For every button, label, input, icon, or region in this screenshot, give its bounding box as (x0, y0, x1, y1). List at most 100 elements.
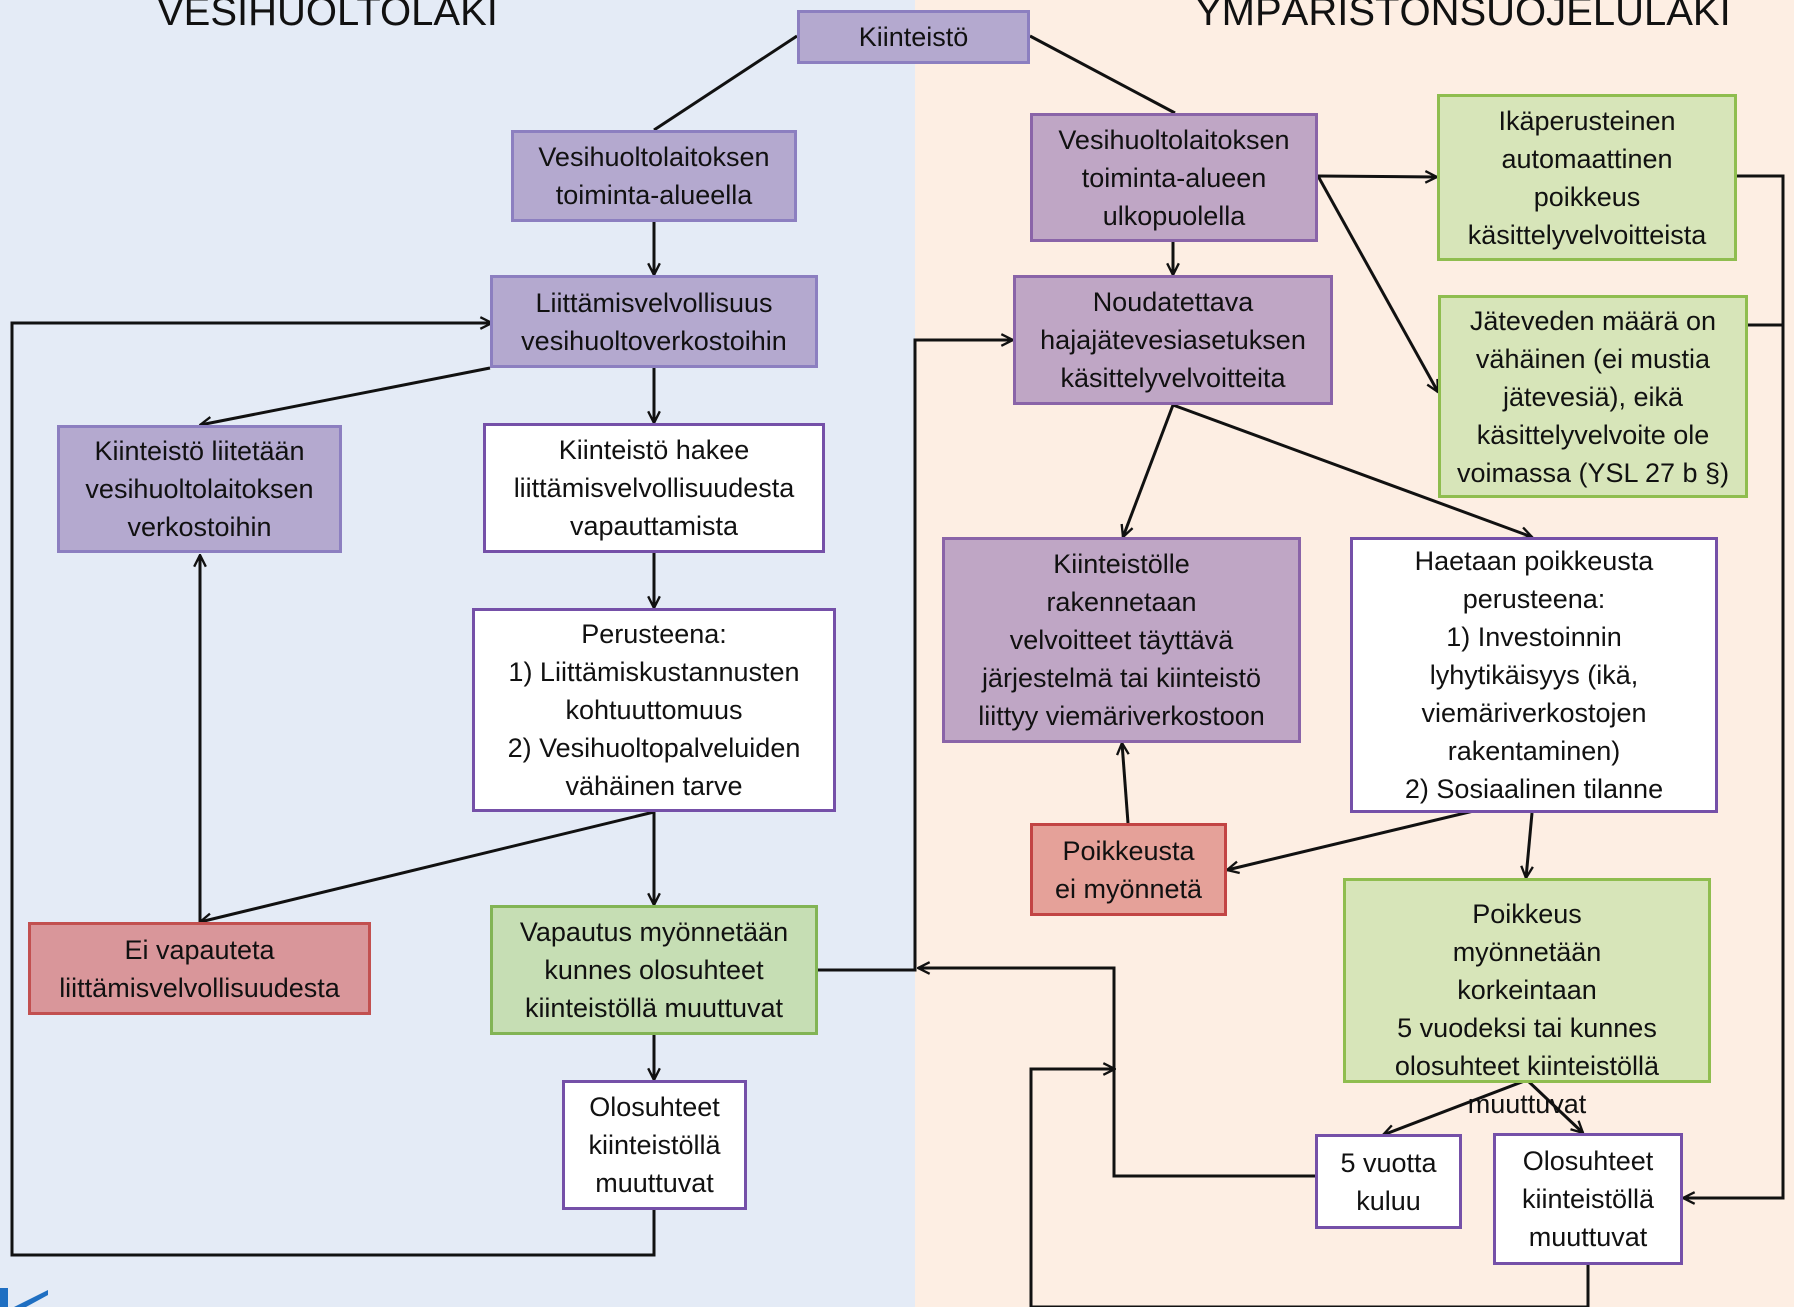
connector-viisi-vuotta-to-return (918, 968, 1315, 1178)
node-text-line: olosuhteet kiinteistöllä (1394, 1051, 1660, 1081)
node-text-line: kuluu (1356, 1185, 1421, 1216)
connector-olosuhteet-loop (1029, 1069, 1590, 1307)
node-text-line: ulkopuolella (1102, 200, 1246, 231)
node-text-line: liittyy viemäriverkostoon (978, 701, 1265, 731)
node-text-line: vapauttamista (569, 511, 739, 541)
vh-alueella-box: Vesihuoltolaitoksen toiminta-alueella (511, 130, 797, 222)
connector-poikkeus-to-viisi-vuotta (1383, 1078, 1528, 1135)
connector-ulkopuolella-to-jatevesi (1316, 175, 1440, 392)
connector-kiinteisto-to-ulkopuolella (1029, 34, 1176, 115)
node-text-line: Kiinteistö (858, 22, 969, 52)
node-text-line: myönnetään (1452, 937, 1602, 967)
node-text-line: järjestelmä tai kiinteistö (981, 663, 1262, 693)
node-text-line: toiminta-alueen (1081, 162, 1267, 193)
connector-ulkopuolella-to-ikaperusteinen (1317, 176, 1437, 177)
node-text-line: Ikäperusteinen (1498, 105, 1676, 136)
connector-liittamisvelvollisuus-to-liitetaan (200, 366, 491, 425)
hakee-box: Kiinteistö hakee liittämisvelvollisuudest… (483, 423, 825, 553)
ei-vapauteta-box: Ei vapauteta liittämisvelvollisuudesta (28, 922, 371, 1015)
node-text-line: vesihuoltolaitoksen (85, 474, 314, 504)
node-text-line: hajajätevesiasetuksen (1040, 325, 1306, 355)
node-text-line: Jäteveden määrä on (1469, 305, 1717, 336)
logo-icon (0, 1288, 48, 1307)
node-text-line: Kiinteistölle (1053, 549, 1190, 579)
node-text-line: käsittelyvelvoite ole (1476, 419, 1710, 450)
liitetaan-box: Kiinteistö liitetään vesihuoltolaitoksen v… (57, 425, 342, 553)
vesihuoltolaki-title: VESIHUOLTOLAKI (157, 0, 498, 34)
ymparistonsuojelulaki-title: YMPÄRISTÖNSUOJELULAKI (1195, 0, 1731, 34)
node-text-line: vähäinen (ei mustia (1475, 343, 1711, 374)
poikkeus-myonnetaan-box: Poikkeus myönnetään korkeintaan 5 vuodeksi … (1343, 878, 1711, 1119)
connector-haetaan-to-poikkeus (1526, 812, 1532, 878)
node-text-line: voimassa (YSL 27 b §) (1456, 457, 1730, 488)
connector-ei-myonneta-to-rakennetaan (1122, 743, 1128, 824)
connector-noudatettava-to-rakennetaan (1123, 404, 1175, 537)
liittamisvelvollisuus-box: Liittämisvelvollisuus vesihuoltoverkostoi… (490, 275, 818, 368)
node-text-line: kohtuuttomuus (565, 695, 743, 725)
rakennetaan-box: Kiinteistölle rakennetaan velvoitteet täyt… (942, 537, 1301, 743)
node-text-line: verkostoihin (127, 512, 272, 542)
node-text-line: 5 vuodeksi tai kunnes (1397, 1013, 1657, 1043)
node-text-line: Olosuhteet (589, 1092, 720, 1122)
node-text-line: liittämisvelvollisuudesta (59, 972, 340, 1003)
node-text-line: vesihuoltoverkostoihin (521, 325, 787, 356)
node-text-line: Ei vapauteta (124, 934, 275, 965)
vh-ulkopuolella-box: Vesihuoltolaitoksen toiminta-alueen ulkopu… (1030, 113, 1318, 242)
node-text-line: poikkeus (1533, 181, 1641, 212)
node-text-line: 5 vuotta (1340, 1147, 1437, 1178)
olosuhteet-right-box: Olosuhteet kiinteistöllä muuttuvat (1493, 1133, 1683, 1265)
node-text-line: korkeintaan (1457, 975, 1597, 1005)
kiinteisto-box: Kiinteistö (797, 10, 1030, 64)
node-text-line: kiinteistöllä (1521, 1184, 1655, 1214)
connector-perusteena-to-ei-vapauteta (200, 810, 655, 922)
node-text-line: muuttuvat (1467, 1089, 1587, 1119)
node-text-line: rakennetaan (1046, 587, 1197, 617)
ei-myonneta-box: Poikkeusta ei myönnetä (1030, 823, 1227, 916)
node-text-line: jätevesiä), eikä (1502, 381, 1684, 412)
node-text-line: Kiinteistö hakee (558, 435, 750, 465)
node-text-line: Poikkeus (1472, 899, 1582, 929)
node-text-line: perusteena: (1462, 584, 1606, 614)
connector-olosuhteet-loop-back (10, 323, 656, 1257)
node-text-line: Vapautus myönnetään (519, 917, 789, 947)
node-text-line: viemäriverkostojen (1421, 698, 1647, 728)
node-text-line: toiminta-alueella (555, 180, 753, 210)
node-text-line: velvoitteet täyttävä (1009, 625, 1234, 655)
haetaan-box: Haetaan poikkeusta perusteena: 1) Investoi… (1350, 537, 1718, 813)
connector-green-boxes-to-olosuhteet (1683, 174, 1785, 1198)
node-text-line: vähäinen tarve (565, 771, 743, 801)
node-text-line: Vesihuoltolaitoksen (1058, 124, 1290, 155)
node-text-line: lyhytikäisyys (ikä, (1429, 660, 1639, 690)
node-text-line: 2) Vesihuoltopalveluiden (507, 733, 801, 763)
node-text-line: kiinteistöllä (588, 1130, 721, 1160)
connector-noudatettava-to-haetaan (1172, 403, 1532, 537)
node-text-line: Perusteena: (581, 619, 727, 649)
node-text-line: Noudatettava (1092, 287, 1254, 317)
connector-kiinteisto-to-alueella (653, 34, 798, 132)
node-text-line: Olosuhteet (1522, 1146, 1654, 1176)
node-text-line: automaattinen (1501, 143, 1673, 174)
node-text-line: Haetaan poikkeusta (1414, 546, 1654, 576)
ikaperusteinen-box: Ikäperusteinen automaattinen poikkeus käsit… (1437, 94, 1737, 261)
node-text-line: kunnes olosuhteet (544, 955, 764, 985)
node-text-line: Vesihuoltolaitoksen (538, 142, 770, 172)
viisi-vuotta-box: 5 vuotta kuluu (1315, 1134, 1462, 1229)
noudatettava-box: Noudatettava hajajätevesiasetuksen käsitte… (1013, 275, 1333, 405)
node-text-line: Liittämisvelvollisuus (535, 287, 773, 318)
node-text-line: kiinteistöllä muuttuvat (524, 993, 784, 1023)
node-text-line: Kiinteistö liitetään (94, 436, 305, 466)
node-text-line: käsittelyvelvoitteista (1467, 219, 1707, 250)
node-text-line: 1) Investoinnin (1446, 622, 1622, 652)
node-text-line: Poikkeusta (1062, 835, 1195, 866)
vapautus-box: Vapautus myönnetään kunnes olosuhteet kiin… (490, 905, 818, 1035)
node-text-line: ei myönnetä (1054, 873, 1203, 904)
node-text-line: rakentaminen) (1447, 736, 1621, 766)
jatevesi-box: Jäteveden määrä on vähäinen (ei mustia jät… (1438, 295, 1748, 498)
node-text-line: muuttuvat (1528, 1222, 1648, 1252)
connector-vapautus-to-noudatettava (818, 340, 1013, 972)
node-text-line: 2) Sosiaalinen tilanne (1404, 774, 1664, 804)
node-text-line: liittämisvelvollisuudesta (513, 473, 795, 503)
node-text-line: käsittelyvelvoitteita (1060, 363, 1286, 393)
connector-poikkeus-to-olosuhteet (1525, 1078, 1583, 1133)
